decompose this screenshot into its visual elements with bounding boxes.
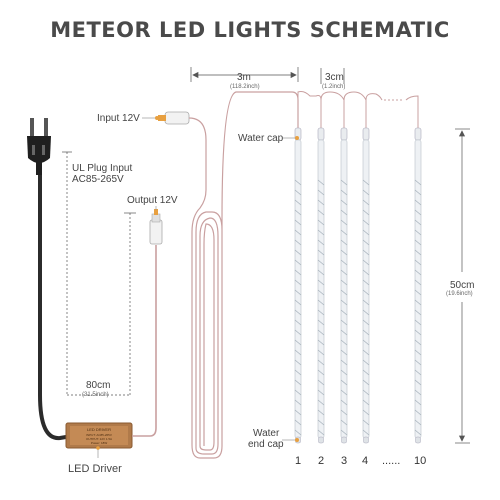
tube-number: 1 [295, 455, 302, 467]
voltage-label: AC85-265V [72, 174, 124, 185]
driver-spec-2: OUTPUT: 12V 1.5A [86, 437, 112, 441]
driver-name: LED DRIVER [87, 427, 111, 432]
power-cord [38, 173, 74, 441]
driver-pointer [96, 446, 100, 458]
meteor-tube [414, 127, 422, 444]
input-pointer [142, 116, 159, 120]
tube-number: 3 [341, 455, 348, 467]
us-plug-icon [27, 118, 51, 175]
driver-spec-3: Power: 18W [91, 441, 108, 445]
output-label: Output 12V [127, 195, 178, 206]
spacing-dimension [320, 68, 345, 84]
tube-number: 10 [414, 455, 427, 467]
input-lead-coil [188, 91, 299, 459]
cable-length-label: 80cm [86, 380, 111, 391]
cable-length-inch-label: (31.5inch) [82, 392, 109, 398]
spacing-inch-label: (1.2inch) [322, 84, 346, 90]
lead-length-dimension [190, 67, 299, 82]
meteor-tubes [294, 127, 422, 444]
tube-number: 4 [362, 455, 369, 467]
water-cap-label: Water cap [238, 133, 284, 144]
input-connector-icon [158, 111, 190, 125]
led-driver-box: LED DRIVER INPUT: AC85-265V OUTPUT: 12V … [65, 422, 133, 449]
meteor-tube [317, 127, 325, 444]
tube-number: 2 [318, 455, 325, 467]
spacing-label: 3cm [325, 72, 344, 83]
water-end-cap-pointer [282, 438, 299, 442]
plug-label: UL Plug Input [72, 163, 133, 174]
tube-length-dimension [455, 128, 470, 444]
tube-connecting-wires [297, 91, 419, 130]
meteor-tube [294, 127, 302, 444]
water-end-cap-label-2: end cap [248, 439, 284, 450]
water-cap-pointer [282, 136, 299, 140]
led-driver-label: LED Driver [68, 463, 122, 475]
water-end-cap-label-1: Water [253, 428, 280, 439]
meteor-tube [362, 127, 370, 444]
output-cable [132, 245, 157, 437]
lead-length-inch-label: (118.2inch) [230, 84, 260, 90]
page-title: METEOR LED LIGHTS SCHEMATIC [50, 18, 450, 42]
tube-length-label: 50cm [450, 280, 475, 291]
cable-length-dimension [62, 151, 136, 396]
lead-length-label: 3m [237, 72, 251, 83]
meteor-tube [340, 127, 348, 444]
driver-spec-1: INPUT: AC85-265V [86, 433, 112, 437]
input-label: Input 12V [97, 113, 140, 124]
tube-length-inch-label: (19.6inch) [446, 291, 473, 297]
output-connector-icon [149, 209, 163, 245]
tube-number: ...... [382, 455, 401, 467]
